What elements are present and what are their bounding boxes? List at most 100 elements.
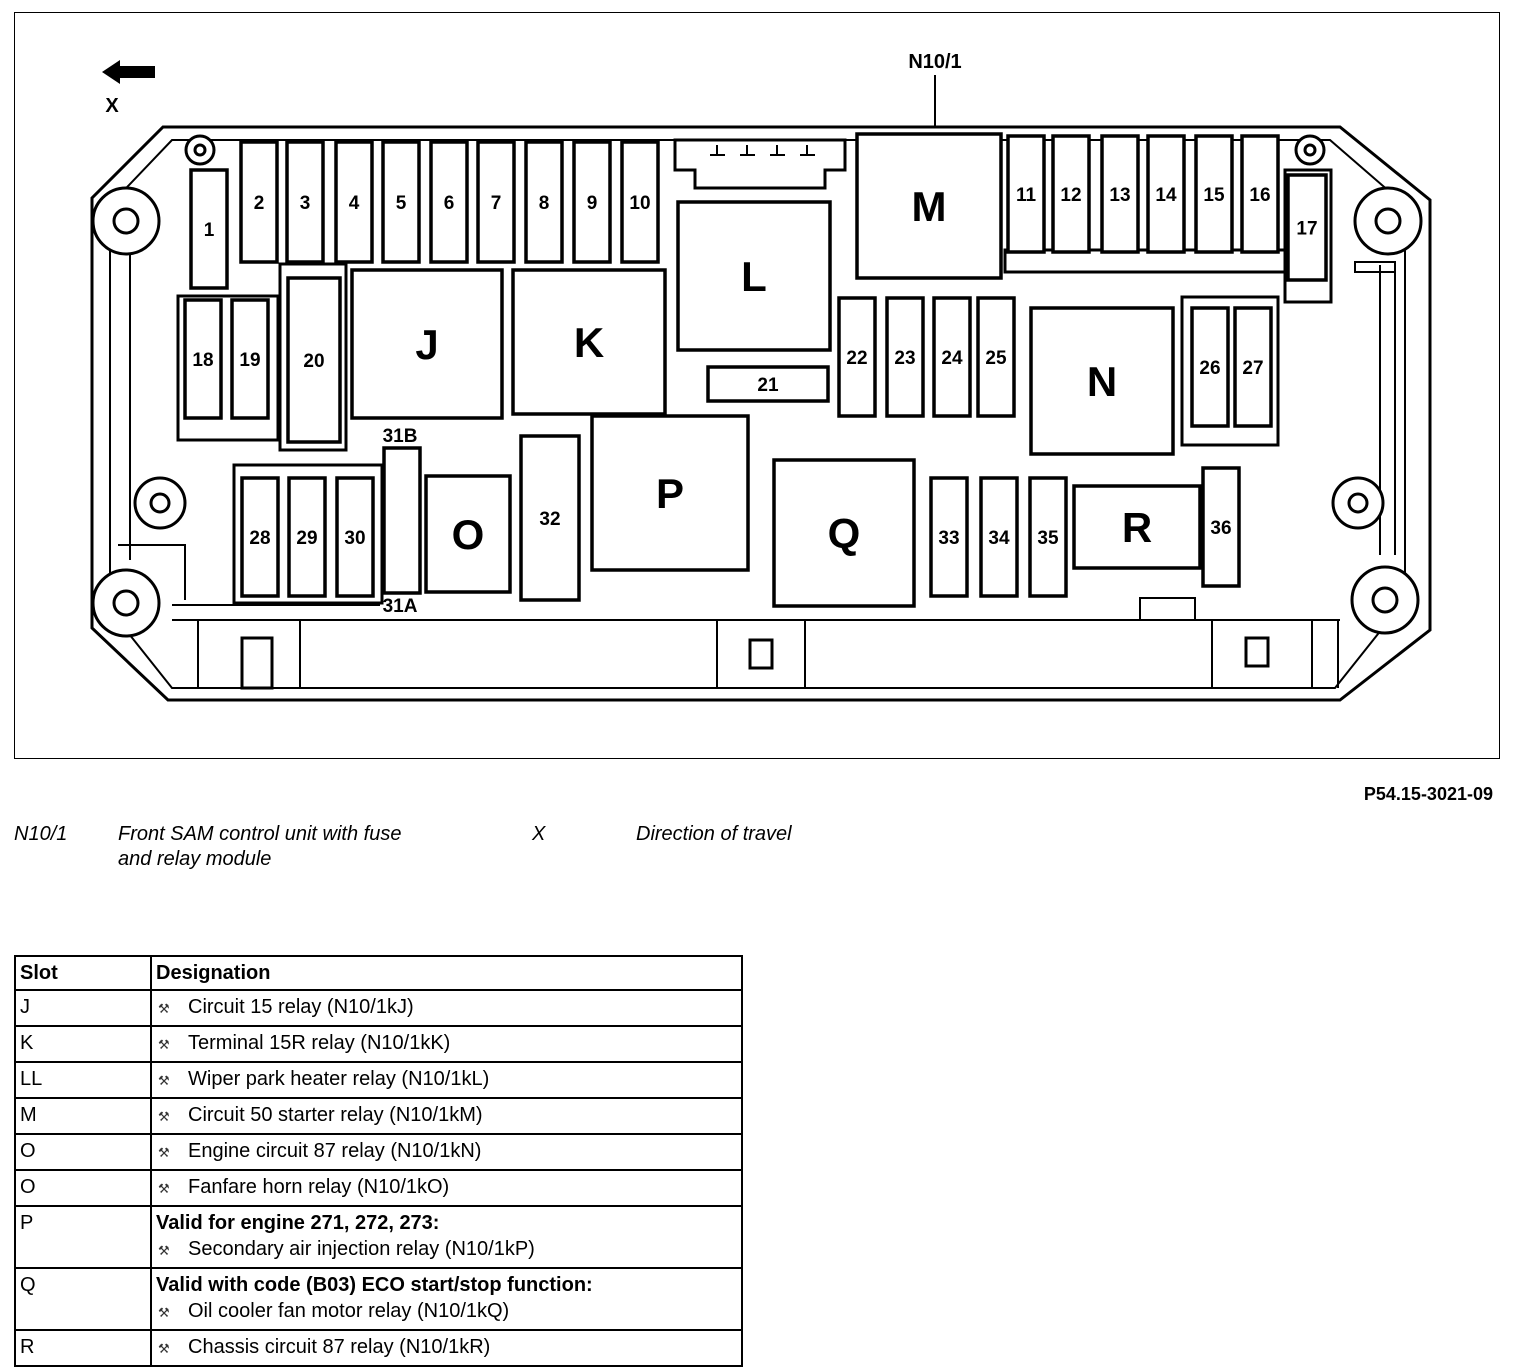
wrench-icon: ⚒ [158, 1145, 170, 1160]
table-row: R⚒Chassis circuit 87 relay (N10/1kR) [14, 1329, 743, 1367]
relay-label-M: M [912, 183, 947, 230]
top-connector [673, 138, 847, 190]
fuse-label-23: 23 [894, 348, 915, 369]
connector-right [1211, 619, 1313, 689]
fuse-label-22: 22 [846, 348, 867, 369]
fuse-slot-21: 21 [706, 365, 830, 403]
fuse-label-24: 24 [941, 348, 963, 369]
fuse-slot-17: 17 [1286, 173, 1328, 282]
fuse-label-11: 11 [1016, 185, 1037, 206]
wrench-icon: ⚒ [158, 1243, 170, 1258]
fuse-slot-5: 5 [381, 140, 421, 264]
fuse-slot-2: 2 [239, 140, 279, 264]
fuse-slot-24: 24 [932, 296, 972, 418]
fuse-label-12: 12 [1060, 185, 1081, 206]
table-row: K⚒Terminal 15R relay (N10/1kK) [14, 1025, 743, 1063]
relay-label-Q: Q [828, 510, 861, 557]
table-row: LL⚒Wiper park heater relay (N10/1kL) [14, 1061, 743, 1099]
slot-cell: O [14, 1169, 152, 1207]
fuse-label-18: 18 [192, 350, 213, 371]
fuse-slot-18: 18 [183, 298, 223, 420]
fuse-slot-25: 25 [976, 296, 1016, 418]
fuse-slot-34: 34 [979, 476, 1019, 598]
fuse-slot-3: 3 [285, 140, 325, 264]
designation-cell: ⚒Wiper park heater relay (N10/1kL) [150, 1061, 743, 1099]
fuse-label-14: 14 [1155, 185, 1177, 206]
fuse-label-7: 7 [491, 193, 502, 214]
designation-cell: ⚒Fanfare horn relay (N10/1kO) [150, 1169, 743, 1207]
designation-cell: ⚒Chassis circuit 87 relay (N10/1kR) [150, 1329, 743, 1367]
slot-cell: M [14, 1097, 152, 1135]
direction-label: X [105, 95, 119, 117]
housing-outline [90, 125, 1432, 702]
fuse-label-26: 26 [1199, 358, 1220, 379]
fuse-label-34: 34 [988, 528, 1010, 549]
fuse-slot-33: 33 [929, 476, 969, 598]
fuse-label-16: 16 [1249, 185, 1270, 206]
fuse-slot-28: 28 [240, 476, 280, 598]
housing-inner-outline [109, 139, 1406, 689]
fuse-label-31B: 31B [383, 426, 418, 447]
fuse-slot-9: 9 [572, 140, 612, 264]
module-label: N10/1 [908, 51, 961, 73]
fuse-slot-23: 23 [885, 296, 925, 418]
fuse-label-30: 30 [344, 528, 365, 549]
fuse-slot-11: 11 [1006, 134, 1046, 254]
relay-slot-J: J [350, 268, 504, 420]
fuse-slot-12: 12 [1051, 134, 1091, 254]
slot-cell: LL [14, 1061, 152, 1099]
relay-label-K: K [574, 319, 604, 366]
fuse-slot-6: 6 [429, 140, 469, 264]
fuse-label-33: 33 [938, 528, 959, 549]
relay-label-J: J [415, 321, 438, 368]
fuse-slot-27: 27 [1233, 306, 1273, 428]
wrench-icon: ⚒ [158, 1305, 170, 1320]
relay-slot-M: M [855, 132, 1003, 280]
relay-label-N: N [1087, 358, 1117, 405]
fuse-slot-8: 8 [524, 140, 564, 264]
legend-code-direction: X [532, 823, 546, 845]
fuse-slot-1: 1 [189, 168, 229, 290]
legend-code-module: N10/1 [14, 823, 68, 845]
fuse-slot-14: 14 [1146, 134, 1186, 254]
fuse-label-13: 13 [1109, 185, 1130, 206]
condition-text: Valid for engine 271, 272, 273: [156, 1212, 440, 1234]
diagram-frame [14, 12, 1500, 759]
fuse-label-2: 2 [254, 193, 265, 214]
connector-left [197, 619, 301, 689]
fuse-slot-19: 19 [230, 298, 270, 420]
fuse-slot-32: 32 [519, 434, 581, 602]
direction-arrow-icon [102, 60, 155, 84]
designation-column-header: Designation [150, 955, 743, 991]
fuse-label-35: 35 [1037, 528, 1059, 549]
mounting-holes [91, 134, 1423, 638]
fuse-label-27: 27 [1242, 358, 1263, 379]
designation-cell: Valid with code (B03) ECO start/stop fun… [150, 1267, 743, 1331]
wrench-icon: ⚒ [158, 1109, 170, 1124]
fuse-label-10: 10 [629, 193, 650, 214]
fuse-label-36: 36 [1210, 518, 1231, 539]
relay-slot-N: N [1029, 306, 1175, 456]
fuse-label-25: 25 [985, 348, 1007, 369]
wrench-icon: ⚒ [158, 1181, 170, 1196]
slot-cell: K [14, 1025, 152, 1063]
slot-cell: J [14, 989, 152, 1027]
fuse-slot-30: 30 [335, 476, 375, 598]
fuse-slot-22: 22 [837, 296, 877, 418]
fuse-label-32: 32 [539, 509, 560, 530]
fuse-label-8: 8 [539, 193, 550, 214]
designation-text: Chassis circuit 87 relay (N10/1kR) [188, 1336, 491, 1358]
fuse-slot-36: 36 [1201, 466, 1241, 588]
wrench-icon: ⚒ [158, 1001, 170, 1016]
fuse-slot-7: 7 [476, 140, 516, 264]
fuse-label-1: 1 [204, 220, 215, 241]
designation-cell: Valid for engine 271, 272, 273:⚒Secondar… [150, 1205, 743, 1269]
designation-cell: ⚒Circuit 50 starter relay (N10/1kM) [150, 1097, 743, 1135]
relay-label-P: P [656, 470, 684, 517]
fuse-slot-31A: 31A [383, 596, 418, 617]
